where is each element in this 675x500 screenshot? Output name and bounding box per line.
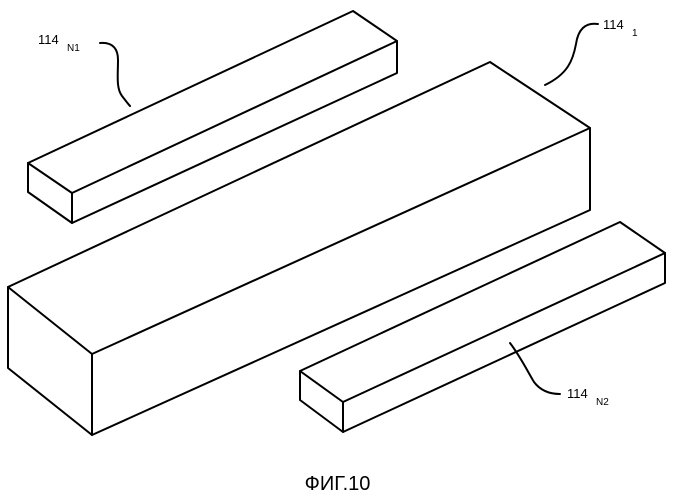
- label-114-n2-main: 114: [567, 386, 588, 401]
- label-114-n1-sub: N1: [67, 43, 80, 54]
- label-114-n1-main: 114: [38, 32, 59, 47]
- label-114-n2-sub: N2: [596, 397, 609, 408]
- label-114-n2: 114 N2: [567, 386, 609, 408]
- label-114-1: 114 1: [603, 17, 638, 39]
- leader-line-n1: [100, 43, 130, 106]
- label-114-n1: 114 N1: [38, 32, 80, 54]
- figure-caption: ФИГ.10: [0, 473, 675, 496]
- leader-line-1: [545, 24, 598, 85]
- label-114-1-main: 114: [603, 17, 624, 32]
- bar-114-n2: [300, 222, 665, 432]
- label-114-1-sub: 1: [632, 28, 638, 39]
